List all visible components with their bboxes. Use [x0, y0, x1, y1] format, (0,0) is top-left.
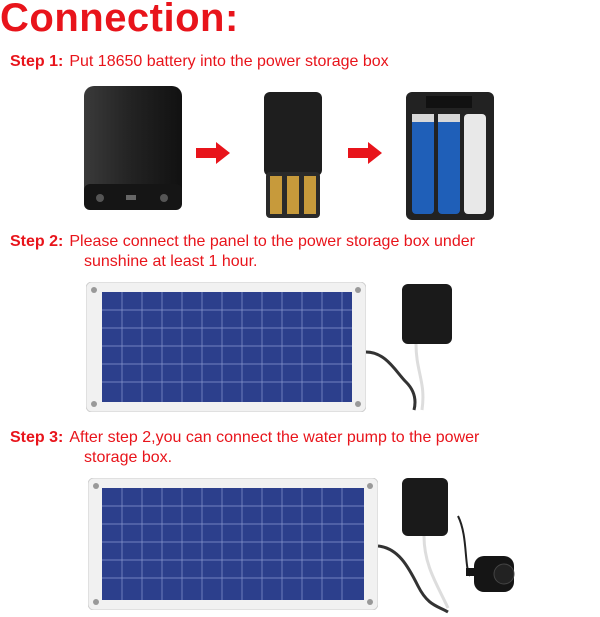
step-2-label: Step 2: — [10, 233, 64, 250]
battery-holder-image — [406, 92, 494, 220]
step-3-text-cont: storage box. — [84, 449, 173, 466]
solar-panel-image — [88, 478, 378, 610]
step-3-text: After step 2,you can connect the water p… — [69, 429, 480, 446]
storage-box-with-cable-image — [366, 284, 452, 411]
step-1-instruction: Step 1: Put 18650 battery into the power … — [10, 52, 389, 72]
solar-panel-image — [86, 282, 366, 412]
step-1-label: Step 1: — [10, 53, 64, 70]
storage-box-and-pump-image — [378, 478, 515, 614]
closed-storage-box-image — [84, 86, 182, 210]
step-3-instruction: Step 3: After step 2,you can connect the … — [10, 428, 479, 468]
arrow-right-icon — [348, 142, 382, 164]
open-storage-box-image — [264, 92, 322, 218]
step-3-label: Step 3: — [10, 429, 64, 446]
step-1-text: Put 18650 battery into the power storage… — [69, 53, 389, 70]
step-2-text-cont: sunshine at least 1 hour. — [84, 253, 258, 270]
arrow-right-icon — [196, 142, 230, 164]
step-2-text: Please connect the panel to the power st… — [69, 233, 475, 250]
step-2-instruction: Step 2: Please connect the panel to the p… — [10, 232, 475, 272]
page-title: Connection: — [0, 0, 239, 40]
